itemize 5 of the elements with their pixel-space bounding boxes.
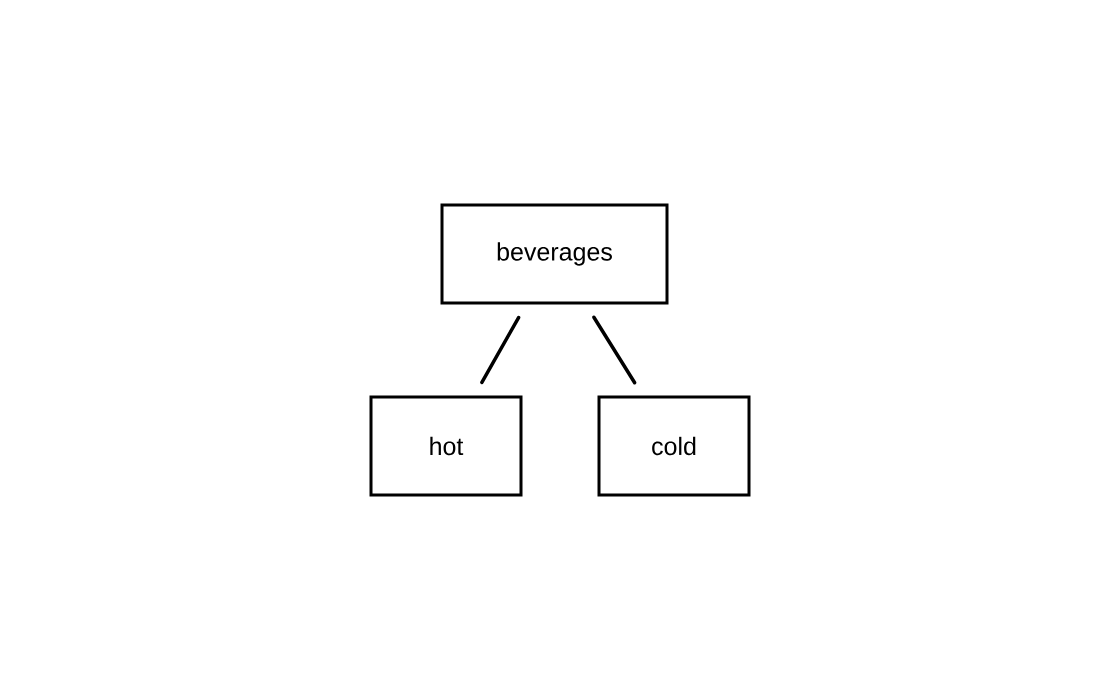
category-box: cold [597, 395, 751, 497]
category-box: hot [369, 395, 523, 497]
connector-line [480, 315, 521, 385]
connector-line [592, 315, 637, 385]
category-box: beverages [440, 203, 669, 305]
